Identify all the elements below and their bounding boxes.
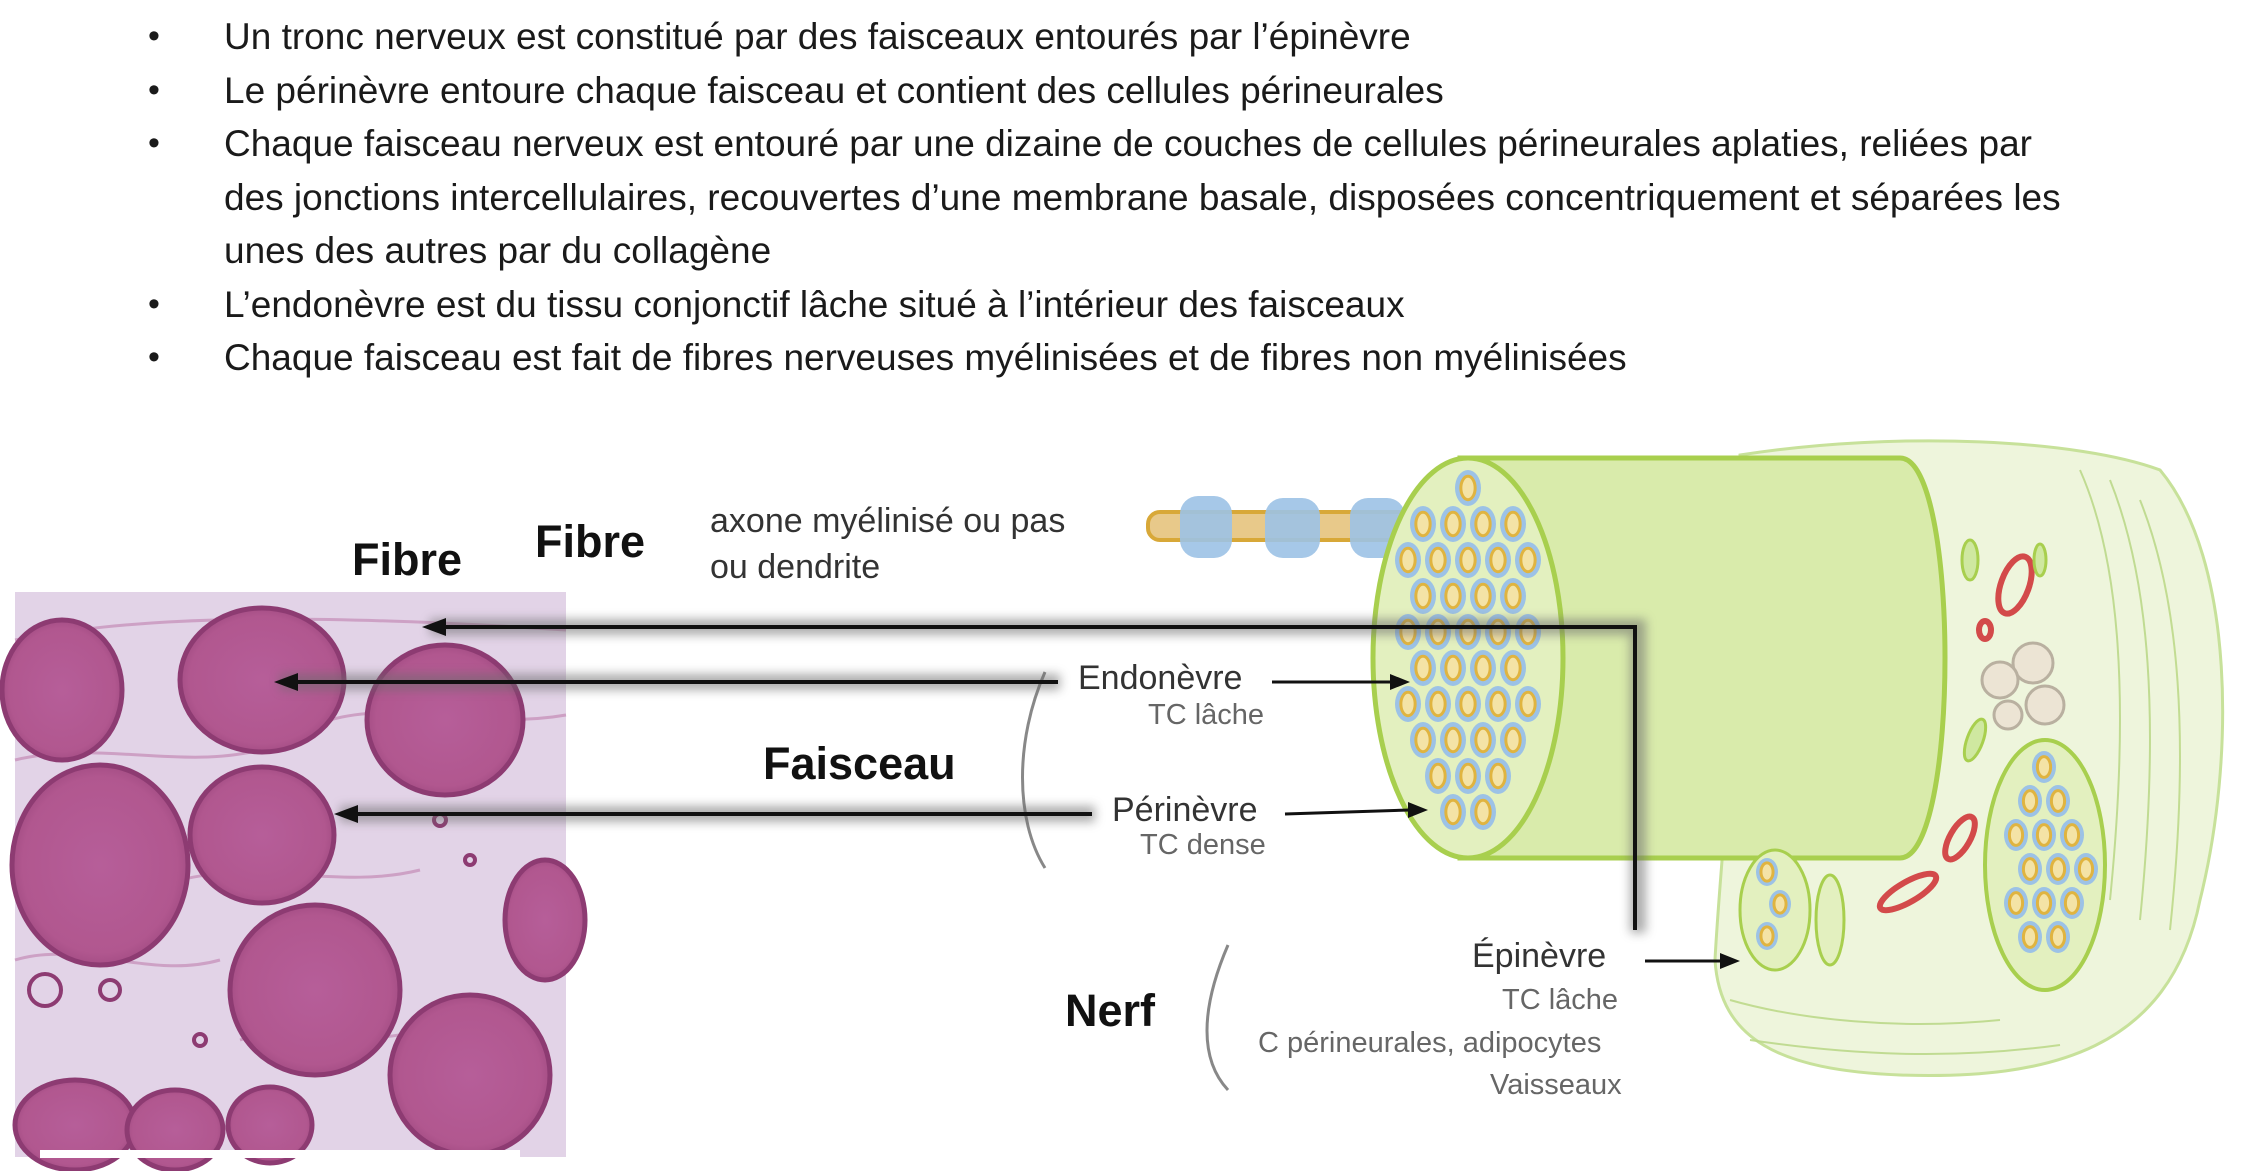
label-fibre-right: Fibre	[535, 516, 646, 567]
faisceau-brace	[1021, 671, 1047, 869]
label-epinevre-sub3: Vaisseaux	[1490, 1069, 1622, 1101]
bullet-item: Chaque faisceau nerveux est entouré par …	[148, 117, 2074, 278]
bullet-item: Chaque faisceau est fait de fibres nerve…	[148, 331, 2048, 385]
label-axone-line2: ou dendrite	[710, 548, 881, 586]
label-axone-line1: axone myélinisé ou pas	[710, 502, 1066, 540]
label-faisceau: Faisceau	[763, 738, 956, 789]
nerve-cylinder	[1370, 439, 2225, 1077]
label-epinevre-sub1: TC lâche	[1502, 984, 1619, 1016]
pointer-arrows	[274, 618, 1740, 969]
label-fibre-left: Fibre	[352, 534, 463, 585]
bullet-item: Le périnèvre entoure chaque faisceau et …	[148, 64, 2048, 118]
bullet-list: Un tronc nerveux est constitué par des f…	[148, 10, 2061, 385]
label-endonevre: Endonèvre	[1078, 659, 1243, 697]
label-endonevre-sub: TC lâche	[1148, 699, 1265, 731]
nerf-brace	[1205, 944, 1230, 1092]
epineurium-fascicle	[1983, 738, 2107, 992]
label-epinevre-sub2: C périneurales, adipocytes	[1258, 1027, 1602, 1059]
fascicle-group	[0, 605, 588, 1171]
label-nerf: Nerf	[1065, 985, 1156, 1036]
label-perinevre-sub: TC dense	[1140, 829, 1266, 861]
epineurium-fascicle-axons	[2004, 751, 2098, 953]
bullet-item: L’endonèvre est du tissu conjonctif lâch…	[148, 278, 2048, 332]
label-perinevre: Périnèvre	[1112, 791, 1258, 829]
label-epinevre: Épinèvre	[1472, 937, 1607, 975]
adipocytes	[1980, 641, 2066, 731]
blood-vessels	[1876, 553, 2035, 914]
bullet-item: Un tronc nerveux est constitué par des f…	[148, 10, 2048, 64]
